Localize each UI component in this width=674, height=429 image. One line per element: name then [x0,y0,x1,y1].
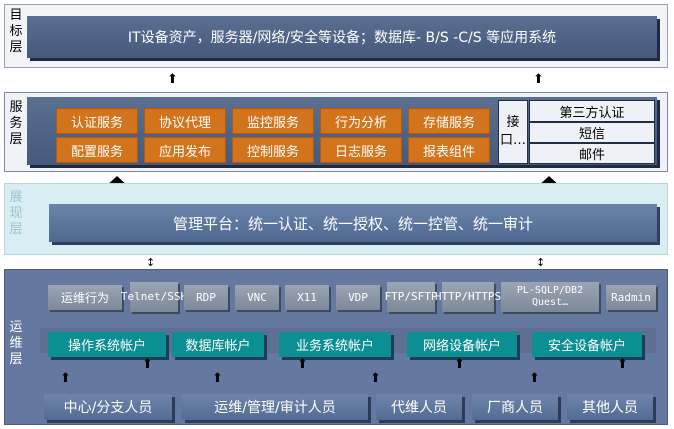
interface-item: 短信 [529,122,655,143]
interface-label: 接口… [500,115,527,148]
up-arrow-icon: ⬆ [533,72,544,87]
target-content-box: IT设备资产，服务器/网络/安全等设备；数据库- B/S -C/S 等应用系统 [27,16,657,58]
target-content-text: IT设备资产，服务器/网络/安全等设备；数据库- B/S -C/S 等应用系统 [127,30,557,46]
up-arrow-icon: ⬆ [454,357,465,372]
up-arrow-icon: ⬆ [370,371,381,386]
account-item: 业务系统帐户 [279,332,391,357]
management-platform: 管理平台：统一认证、统一授权、统一控管、统一审计 [49,204,657,242]
service-item: 协议代理 [144,108,226,134]
protocol-item: VNC [235,285,279,310]
service-layer-label: 服务层 [9,100,23,147]
service-item: 认证服务 [56,108,138,134]
service-item: 应用发布 [144,137,226,163]
service-item: 报表组件 [408,137,490,163]
account-item: 操作系统帐户 [48,332,166,357]
protocol-item: 运维行为 [48,285,122,310]
account-item: 数据库帐户 [172,332,264,357]
personnel-item: 代维人员 [376,394,462,420]
target-layer-label: 目标层 [9,8,23,55]
double-arrow-icon: ↕ [536,256,546,269]
protocol-item: Radmin [606,285,656,310]
service-item: 控制服务 [232,137,314,163]
up-arrow-icon: ⬆ [142,357,153,372]
personnel-item: 其他人员 [567,394,653,420]
protocol-item: X11 [285,285,329,310]
double-arrow-icon: ↕ [146,256,156,269]
interface-item: 第三方认证 [529,100,655,122]
interface-box: 接口… [498,100,528,164]
account-item: 安全设备帐户 [532,332,642,357]
service-item: 行为分析 [320,108,402,134]
platform-text: 管理平台：统一认证、统一授权、统一控管、统一审计 [172,214,533,233]
personnel-item: 运维/管理/审计人员 [182,394,368,420]
protocol-item: HTTP/HTTPS [435,282,501,312]
ops-layer-label: 运维层 [9,320,23,367]
up-arrow-icon: ⬆ [297,357,308,372]
protocol-item: RDP [184,285,228,310]
service-item: 存储服务 [408,108,490,134]
protocol-item: VDP [336,285,380,310]
presentation-layer-label: 展现层 [9,190,23,237]
up-arrow-icon: ⬆ [167,72,178,87]
up-arrow-icon: ⬆ [60,371,71,386]
protocol-item: FTP/SFTP [385,282,438,312]
interface-item: 邮件 [529,143,655,164]
service-item: 日志服务 [320,137,402,163]
protocol-item: PL-SQLP/DB2 Quest… [501,282,599,312]
account-item: 网络设备帐户 [407,332,517,357]
personnel-item: 中心/分支人员 [44,394,172,420]
up-arrow-icon: ⬆ [529,371,540,386]
up-arrow-icon: ⬆ [212,371,223,386]
service-item: 监控服务 [232,108,314,134]
service-item: 配置服务 [56,137,138,163]
up-arrow-icon: ⬆ [617,357,628,372]
protocol-item: Telnet/SSH [121,282,187,312]
personnel-item: 厂商人员 [472,394,558,420]
